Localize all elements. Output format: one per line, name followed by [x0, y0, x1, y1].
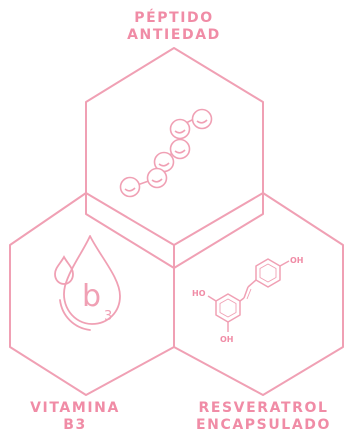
label-peptide: PÉPTIDO ANTIEDAD [74, 10, 274, 44]
hexagon-right [173, 192, 344, 396]
label-peptide-line2: ANTIEDAD [127, 27, 221, 43]
molecule-oh-left: HO [192, 289, 206, 298]
hexagon-top [85, 47, 264, 269]
label-resveratrol: RESVERATROL ENCAPSULADO [178, 400, 349, 434]
label-vitamin-line1: VITAMINA [30, 400, 120, 416]
b3-letter: b [82, 279, 101, 314]
molecule-oh-bottom: OH [220, 335, 234, 344]
label-peptide-line1: PÉPTIDO [134, 10, 214, 26]
label-vitamin-line2: B3 [63, 417, 87, 433]
label-resveratrol-line2: ENCAPSULADO [196, 417, 331, 433]
label-resveratrol-line1: RESVERATROL [198, 400, 329, 416]
vitamin-b3-drop-icon [54, 235, 121, 331]
resveratrol-molecule-icon [207, 258, 290, 332]
label-vitamin: VITAMINA B3 [0, 400, 150, 434]
peptide-chain-icon [119, 108, 213, 198]
molecule-oh-top: OH [290, 256, 304, 265]
b3-subscript: 3 [104, 309, 112, 324]
